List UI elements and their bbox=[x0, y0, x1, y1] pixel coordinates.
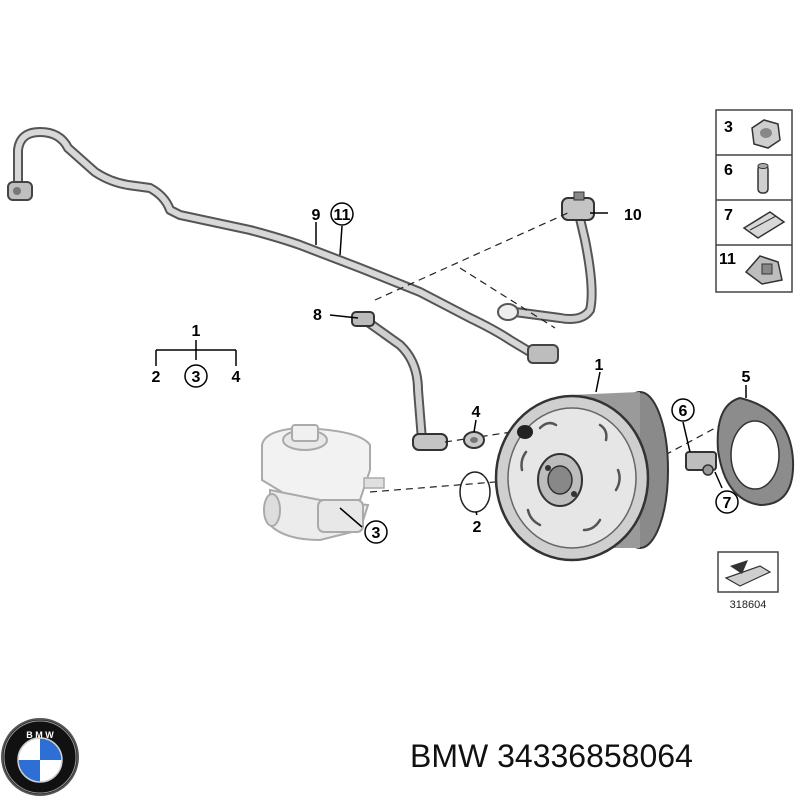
part-caption: BMW 34336858064 bbox=[410, 738, 795, 788]
grommet-part-4 bbox=[463, 431, 485, 449]
label-part-6: 6 bbox=[679, 403, 688, 420]
label-part-8: 8 bbox=[313, 307, 322, 324]
gasket-part-5 bbox=[716, 396, 795, 507]
label-part-3: 3 bbox=[372, 525, 381, 542]
small-parts-kit bbox=[715, 109, 793, 293]
pin-icon bbox=[757, 163, 769, 194]
master-cylinder bbox=[261, 424, 385, 542]
kit-label-7: 7 bbox=[724, 207, 733, 224]
hose-connector-part-8 bbox=[351, 311, 375, 327]
vacuum-line-pipe bbox=[13, 127, 540, 360]
pipe-elbow-fitting bbox=[527, 344, 559, 364]
kit-label-11: 11 bbox=[719, 251, 736, 268]
brake-booster bbox=[494, 391, 669, 562]
clip-icon bbox=[742, 211, 786, 239]
drawing-number: 318604 bbox=[730, 599, 767, 611]
label-part-7: 7 bbox=[723, 495, 732, 512]
part-number: 34336858064 bbox=[497, 738, 693, 774]
check-valve-part-10 bbox=[561, 191, 595, 221]
leader-lines bbox=[155, 212, 747, 528]
label-circle-11 bbox=[330, 202, 354, 226]
drawing-reference-box bbox=[717, 551, 779, 593]
kit-label-3: 3 bbox=[724, 119, 733, 136]
bmw-logo: B M W bbox=[1, 718, 79, 796]
legend-label-3: 3 bbox=[192, 369, 201, 386]
label-part-4: 4 bbox=[472, 404, 481, 421]
pipe-end-fitting-left bbox=[7, 181, 33, 201]
label-circle-6 bbox=[671, 398, 695, 422]
kit-label-6: 6 bbox=[724, 162, 733, 179]
legend-label-4: 4 bbox=[232, 369, 241, 386]
label-part-10: 10 bbox=[624, 207, 642, 224]
legend-circle-3 bbox=[184, 364, 208, 388]
label-part-1: 1 bbox=[595, 357, 604, 374]
label-part-11: 11 bbox=[334, 207, 351, 224]
legend-label-2: 2 bbox=[152, 369, 161, 386]
vacuum-hose-part-10 bbox=[497, 205, 597, 324]
vacuum-hose-part-8 bbox=[360, 315, 427, 445]
label-part-2: 2 bbox=[473, 519, 482, 536]
svg-text:B M W: B M W bbox=[26, 730, 54, 740]
clamp-icon bbox=[744, 255, 783, 285]
label-circle-3 bbox=[364, 520, 388, 544]
hose-end-fitting bbox=[412, 433, 448, 451]
o-ring-seal bbox=[459, 471, 491, 513]
label-part-5: 5 bbox=[742, 369, 751, 386]
legend-label-1: 1 bbox=[192, 323, 201, 340]
label-circle-7 bbox=[715, 490, 739, 514]
nut-icon bbox=[751, 119, 781, 149]
brand-name: BMW bbox=[410, 738, 489, 774]
label-part-9: 9 bbox=[312, 207, 321, 224]
booster-bracket bbox=[685, 451, 717, 476]
